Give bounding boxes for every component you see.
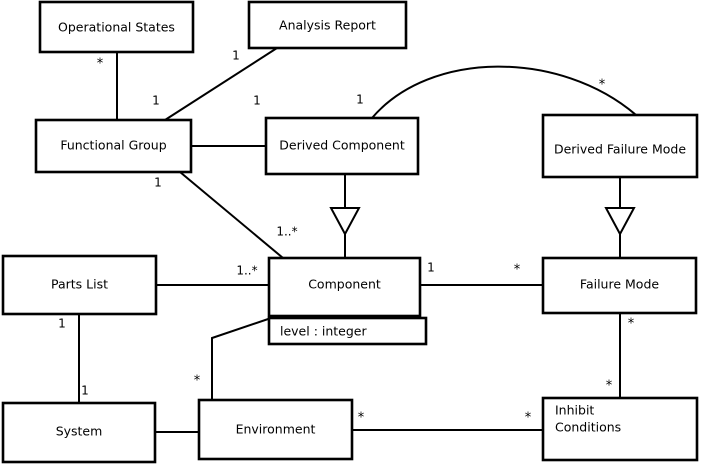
multiplicity-label: * [97, 57, 104, 72]
class-box-frame [541, 256, 698, 315]
association-derived-component-derived-failure-mode[interactable]: 1 * [356, 65, 637, 119]
class-box-frame [541, 113, 699, 179]
class-name-label: System [56, 424, 103, 439]
multiplicity-label: 1 [232, 49, 240, 63]
class-box-frame [1, 254, 158, 316]
multiplicity-label: 1 [58, 317, 66, 331]
association-failure-mode-inhibit-conditions[interactable]: * * [606, 313, 635, 398]
curved-association-line [371, 65, 637, 119]
class-box-frame [34, 118, 193, 174]
multiplicity-label: 1..* [236, 264, 257, 278]
association-functional-group-derived-component[interactable]: 1 [191, 94, 266, 147]
class-box-component[interactable]: Component level : integer [267, 256, 428, 346]
association-component-environment[interactable]: * [194, 315, 278, 400]
class-name-label-line1: Inhibit [555, 403, 594, 418]
class-name-label: Environment [236, 422, 316, 437]
class-box-failure-mode[interactable]: Failure Mode [541, 256, 698, 315]
class-attribute-compartment [267, 316, 428, 346]
class-box-frame [1, 401, 157, 464]
class-name-label: Operational States [58, 20, 175, 35]
multiplicity-label: * [358, 411, 365, 426]
class-name-label: Derived Component [279, 138, 405, 153]
generalization-triangle-icon [329, 207, 361, 237]
multiplicity-label: * [514, 263, 521, 278]
multiplicity-label: * [599, 78, 606, 93]
association-line [164, 47, 278, 121]
multiplicity-label: 1 [154, 176, 162, 190]
multiplicity-label: * [194, 374, 201, 389]
class-box-analysis-report[interactable]: Analysis Report [247, 0, 408, 50]
multiplicity-label: * [606, 379, 613, 394]
multiplicity-label: 1 [427, 261, 435, 275]
class-box-inhibit-conditions[interactable]: Inhibit Conditions [541, 396, 699, 462]
class-box-frame [38, 0, 195, 54]
class-box-frame [264, 116, 420, 176]
class-box-environment[interactable]: Environment [197, 398, 354, 461]
multiplicity-label: 1 [253, 94, 261, 108]
generalization-derived-component-component[interactable] [329, 174, 361, 258]
multiplicity-label: 1 [81, 384, 89, 398]
generalization-triangle-icon [604, 207, 636, 237]
class-box-derived-failure-mode[interactable]: Derived Failure Mode [541, 113, 699, 179]
class-box-frame [197, 398, 354, 461]
class-name-label: Functional Group [60, 138, 166, 153]
association-functional-group-component[interactable]: 1 1..* [154, 171, 298, 259]
class-name-label-line2: Conditions [555, 420, 621, 435]
class-box-frame [267, 256, 422, 318]
generalization-derived-failure-mode-failure-mode[interactable] [604, 177, 636, 258]
association-environment-inhibit-conditions[interactable]: * * [352, 411, 543, 431]
association-line [179, 171, 284, 259]
class-attribute-label: level : integer [280, 324, 367, 339]
class-box-operational-states[interactable]: Operational States [38, 0, 195, 54]
multiplicity-label: 1 [356, 93, 364, 107]
association-analysis-report-functional-group[interactable]: 1 1 [152, 47, 278, 121]
class-name-label: Derived Failure Mode [554, 142, 686, 157]
multiplicity-label: 1 [152, 94, 160, 108]
class-box-frame [541, 396, 699, 462]
multiplicity-label: * [525, 411, 532, 426]
class-box-parts-list[interactable]: Parts List [1, 254, 158, 316]
class-name-label: Parts List [51, 277, 108, 292]
class-name-label: Failure Mode [580, 277, 659, 292]
class-box-functional-group[interactable]: Functional Group [34, 118, 193, 174]
class-name-label: Analysis Report [279, 18, 376, 33]
association-operational-states-functional-group[interactable]: * [97, 52, 118, 120]
class-box-frame [247, 0, 408, 50]
class-box-system[interactable]: System [1, 401, 157, 464]
association-parts-list-system[interactable]: 1 1 [58, 314, 89, 403]
multiplicity-label: * [628, 317, 635, 332]
association-component-failure-mode[interactable]: 1 * [420, 261, 543, 286]
association-line [211, 315, 278, 400]
class-name-label: Component [308, 277, 381, 292]
multiplicity-label: 1..* [276, 225, 297, 239]
class-box-derived-component[interactable]: Derived Component [264, 116, 420, 176]
